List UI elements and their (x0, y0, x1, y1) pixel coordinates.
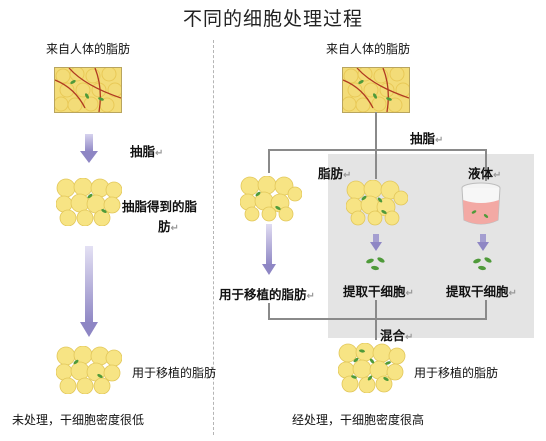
connector-right-drop (485, 149, 487, 181)
right-step-liposuction: 抽脂↵ (410, 131, 444, 146)
left-arrow-2 (79, 246, 99, 338)
mix-label: 混合↵ (380, 328, 414, 343)
left-arrow-1 (79, 134, 99, 164)
extract-arrow-1 (370, 234, 382, 252)
transplant-label: 用于移植的脂肪↵ (219, 287, 315, 302)
connector-trunk (375, 112, 377, 150)
left-result-cluster (56, 346, 122, 394)
extract-arrow-2 (477, 234, 489, 252)
right-result-label: 用于移植的脂肪 (414, 366, 499, 380)
merge-left-drop (268, 303, 270, 319)
extract-label-2: 提取干细胞↵ (446, 284, 517, 299)
transplant-fat-cluster (240, 176, 302, 222)
right-result-cluster (338, 343, 406, 393)
liquid-label: 液体↵ (468, 166, 502, 181)
connector-mid-drop (375, 149, 377, 179)
merge-line (268, 318, 487, 320)
page-title: 不同的细胞处理过程 (182, 8, 363, 30)
merge-mid-drop (375, 300, 377, 319)
stem-cells-2 (471, 255, 495, 273)
left-tissue-image (54, 67, 122, 113)
processed-fat-cluster (346, 180, 408, 226)
left-step-extracted-fat-line1: 抽脂得到的脂 (122, 199, 198, 214)
left-source-label: 来自人体的脂肪 (46, 42, 131, 56)
transplant-arrow (262, 224, 276, 276)
liquid-beaker (458, 182, 504, 228)
left-result-label: 用于移植的脂肪 (132, 366, 217, 380)
connector-left-drop (268, 149, 270, 173)
connector-branch (268, 149, 486, 151)
left-step-extracted-fat-line2: 肪↵ (158, 219, 179, 234)
left-step-liposuction: 抽脂↵ (130, 144, 164, 159)
merge-trunk (375, 318, 377, 340)
stem-cells-1 (364, 255, 388, 273)
right-tissue-image (342, 67, 410, 113)
merge-right-drop (485, 300, 487, 319)
fat-label: 脂肪↵ (318, 166, 352, 181)
left-caption: 未处理，干细胞密度很低 (12, 413, 145, 427)
right-source-label: 来自人体的脂肪 (326, 42, 411, 56)
left-fat-cluster (56, 178, 122, 226)
extract-label-1: 提取干细胞↵ (343, 284, 414, 299)
right-caption: 经处理，干细胞密度很高 (292, 413, 425, 427)
column-divider (213, 40, 214, 435)
